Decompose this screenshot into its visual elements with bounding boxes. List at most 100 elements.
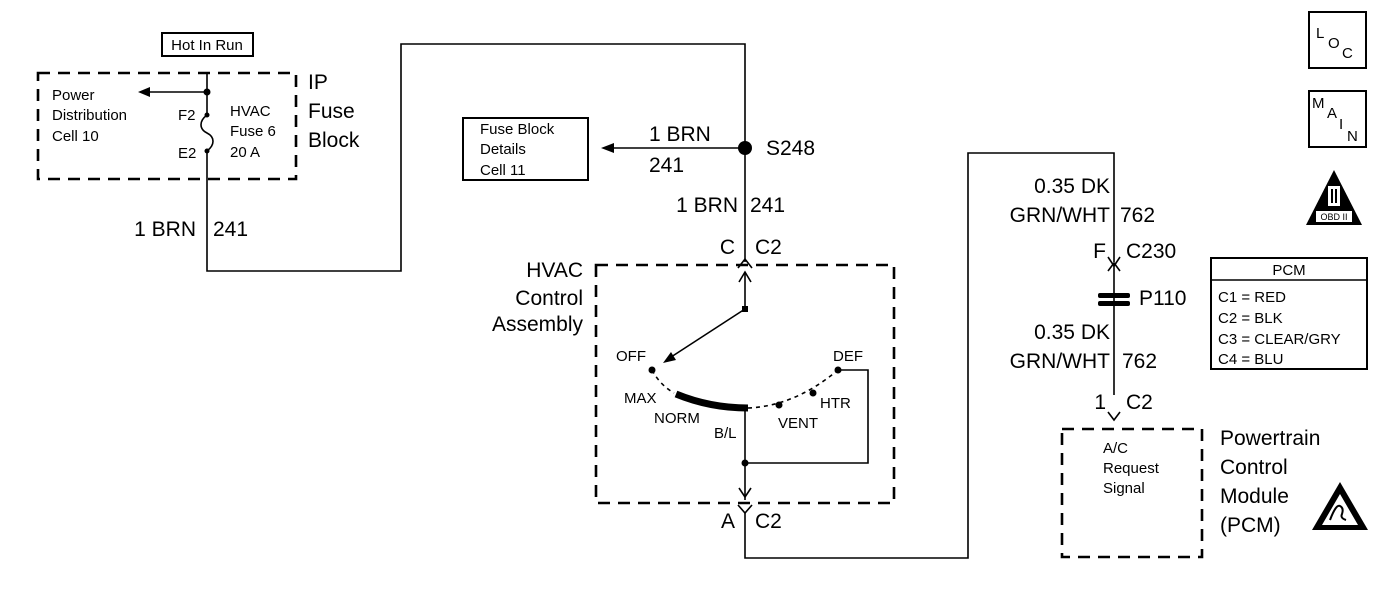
wire-left-size-color: 1 BRN [134,218,196,241]
fuse-to-splice-wire [206,43,746,272]
splice-wire-size-color: 1 BRN [649,123,711,146]
ip-fuse-block-label-3: Block [308,129,360,152]
wire-right-bottom-circuit: 762 [1122,350,1157,373]
connector-pcm-symbol-icon [1107,411,1121,422]
wire-left-circuit: 241 [213,218,248,241]
fuse-block-details-arrow-icon [601,143,614,153]
ac-request-label-3: Signal [1103,480,1145,497]
pcm-module-label-2: Control [1220,456,1288,479]
def-return-wire [745,369,869,464]
ac-request-label-1: A/C [1103,440,1128,457]
splice-wire-circuit: 241 [649,154,684,177]
fuse-block-details-box [462,117,589,181]
pcm-legend-c4: C4 = BLU [1218,351,1283,368]
connector-c230-pin: F [1093,240,1106,263]
connector-bottom-name: C2 [755,510,782,533]
switch-output-arrow-icon [738,487,752,499]
wire-right-bottom-line1: 0.35 DK [1034,321,1110,344]
wire-right-bottom-line2: GRN/WHT [1010,350,1110,373]
switch-def-label: DEF [833,348,863,365]
fuse-pin-f2-label: F2 [178,107,196,124]
connector-c230-name: C230 [1126,240,1176,263]
hvac-control-box [594,263,896,505]
switch-vent-label: VENT [778,415,818,432]
switch-output-junction-dot [741,459,749,467]
p110-top-plate [1098,293,1130,298]
power-distribution-label-1: Power [52,87,95,104]
pcm-legend: PCM C1 = RED C2 = BLK C3 = CLEAR/GRY C4 … [1210,257,1368,370]
switch-norm-label: NORM [654,410,700,427]
pcm-legend-c2: C2 = BLK [1218,310,1283,327]
wire-right-top-line2: GRN/WHT [1010,204,1110,227]
ac-request-label-2: Request [1103,460,1160,477]
obd-ii-icon: OBD II [1306,170,1362,225]
switch-vent-contact [775,401,783,409]
pcm-module-label-1: Powertrain [1220,427,1320,450]
hot-in-run-box [161,32,254,57]
switch-off-label: OFF [616,348,646,365]
loc-icon-c: C [1342,45,1353,62]
pcm-legend-c1: C1 = RED [1218,289,1286,306]
hvac-control-label-1: HVAC [526,259,583,282]
hvac-to-pcm-wire [744,152,1115,559]
connector-top-name: C2 [755,236,782,259]
fuse-block-details-label-1: Fuse Block [480,121,555,138]
switch-htr-contact [809,389,817,397]
fuse-junction-dot [203,88,211,96]
switch-arc-vent-def [747,369,839,409]
ip-fuse-block-label-1: IP [308,71,328,94]
fuse-block-details-label-3: Cell 11 [480,162,526,179]
pcm-legend-title: PCM [1272,262,1305,279]
fuse-block-details-label-2: Details [480,141,526,158]
fuse-symbol-icon [200,114,214,152]
power-distribution-label-2: Distribution [52,107,127,124]
pass-through-label: P110 [1139,287,1187,310]
connector-top-pin: C [720,236,735,259]
connector-bottom-symbol-icon [737,504,753,515]
connector-pcm-pin: 1 [1094,391,1106,414]
splice-label: S248 [766,137,815,160]
switch-lever [667,308,746,360]
loc-icon-l: L [1316,25,1324,42]
ip-fuse-block-box [36,71,298,181]
main-icon-n: N [1347,128,1358,145]
switch-arc-off-max [651,369,675,394]
main-icon-m: M [1312,95,1325,112]
power-distribution-label-3: Cell 10 [52,128,99,145]
power-distribution-arrow-icon [138,87,150,97]
hvac-control-label-3: Assembly [492,313,584,336]
switch-max-label: MAX [624,390,657,407]
pcm-box [1060,427,1204,559]
main-icon-i: I [1339,116,1343,133]
switch-htr-label: HTR [820,395,851,412]
pcm-module-label-4: (PCM) [1220,514,1281,537]
esd-warning-icon [1312,482,1368,530]
pcm-module-label-3: Module [1220,485,1289,508]
switch-common-arc [674,390,749,412]
wire-right-top-circuit: 762 [1120,204,1155,227]
hvac-fuse-label-2: Fuse 6 [230,123,276,140]
hot-in-run-label: Hot In Run [171,37,243,54]
hvac-fuse-label-3: 20 A [230,144,260,161]
obd-ii-label: OBD II [1320,212,1347,222]
switch-input-arrow-icon [738,270,752,283]
p110-bottom-plate [1098,301,1130,306]
wire-center-size-color: 1 BRN [676,194,738,217]
connector-bottom-pin: A [721,510,735,533]
loc-icon-o: O [1328,35,1340,52]
loc-icon: L O C [1308,11,1367,69]
hvac-fuse-label-1: HVAC [230,103,271,120]
switch-lever-arrow-icon [663,352,676,363]
pcm-legend-c3: C3 = CLEAR/GRY [1218,331,1341,348]
wire-right-top-line1: 0.35 DK [1034,175,1110,198]
switch-bl-label: B/L [714,425,737,442]
ip-fuse-block-label-2: Fuse [308,100,355,123]
main-icon-a: A [1327,105,1337,122]
connector-c230-symbol-icon [1107,261,1121,272]
main-icon: M A I N [1308,90,1367,148]
wire-center-circuit: 241 [750,194,785,217]
connector-pcm-name: C2 [1126,391,1153,414]
fuse-pin-e2-label: E2 [178,145,196,162]
hvac-control-label-2: Control [515,287,583,310]
